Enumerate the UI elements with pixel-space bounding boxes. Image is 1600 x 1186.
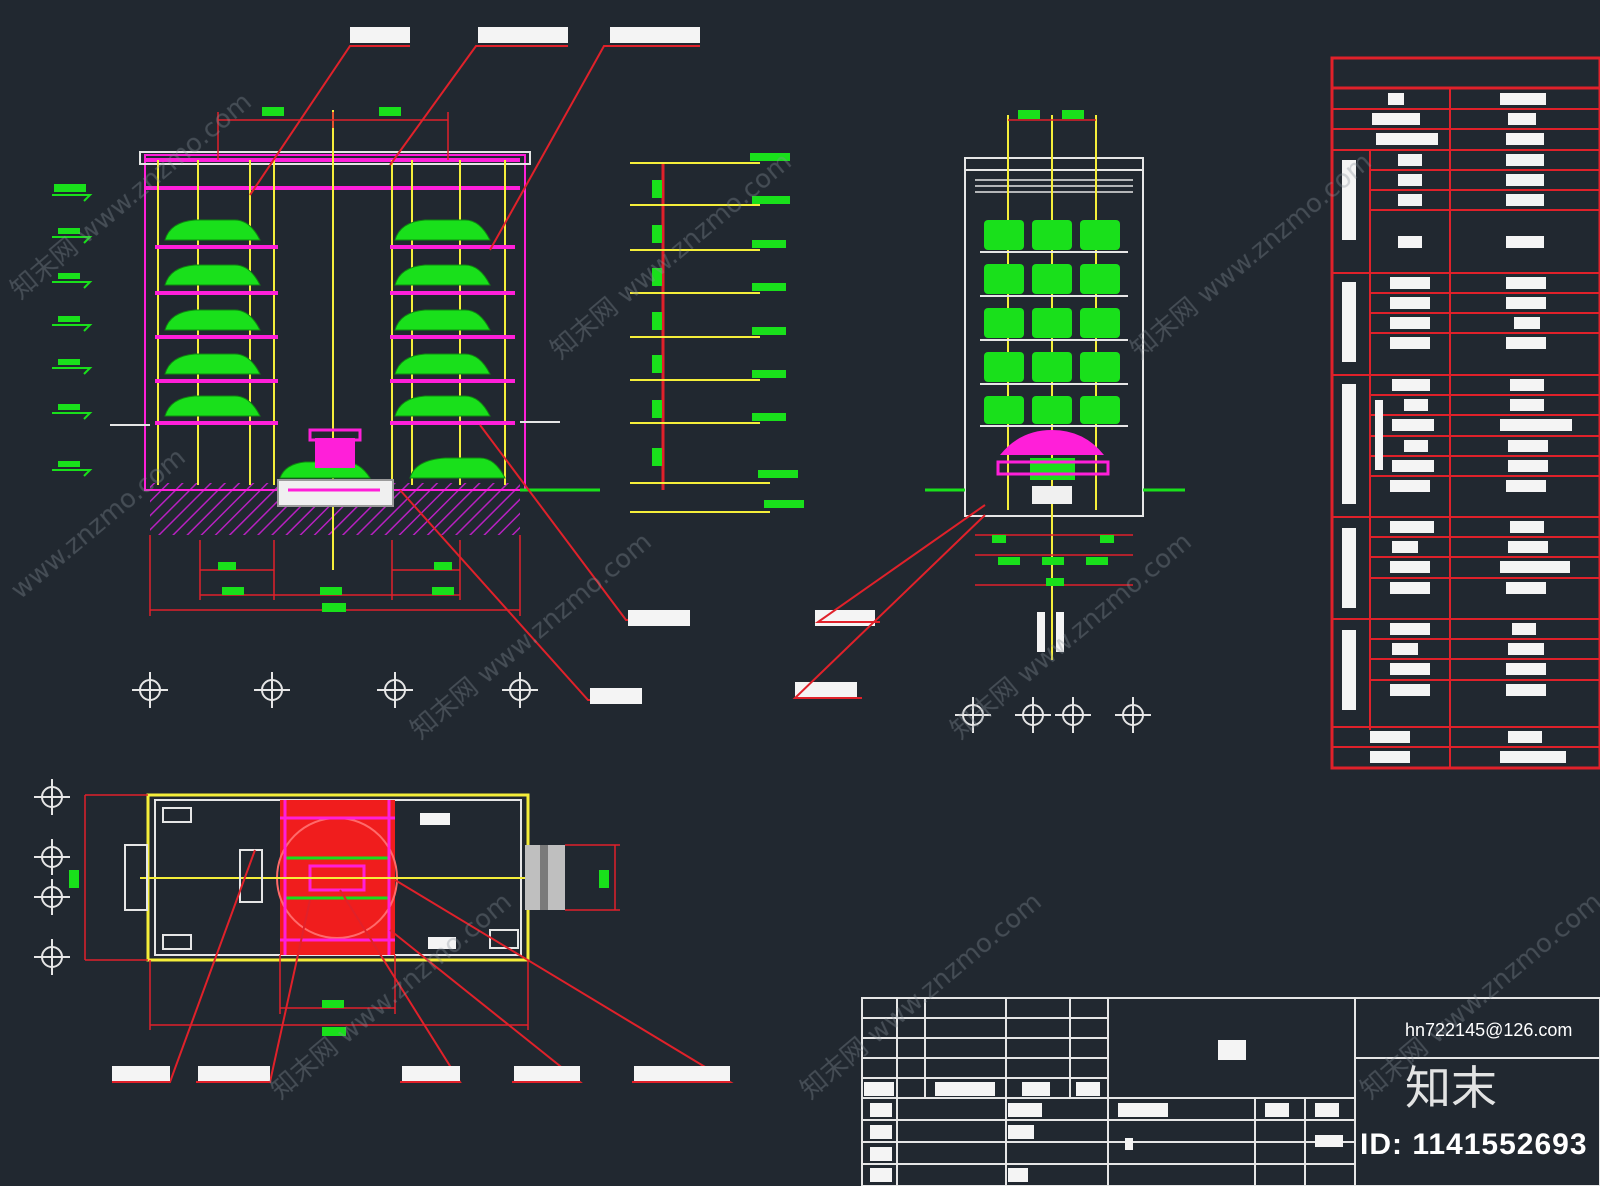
title-block	[861, 997, 1600, 1186]
axis-bubble-icon	[132, 672, 538, 708]
svg-text:知末网 www.znzmo.com: 知末网 www.znzmo.com	[945, 527, 1197, 746]
level-strip	[630, 153, 804, 513]
side-elevation	[792, 110, 1185, 733]
tech-param-table	[1330, 56, 1600, 770]
svg-text:知末网 www.znzmo.com: 知末网 www.znzmo.com	[405, 527, 657, 746]
svg-text:知末网 www.znzmo.com: 知末网 www.znzmo.com	[1125, 147, 1377, 366]
svg-text:知末网 www.znzmo.com: 知末网 www.znzmo.com	[795, 887, 1047, 1106]
asset-id-label: ID: 1141552693	[1360, 1128, 1588, 1161]
front-elevation	[52, 27, 700, 708]
title-block-email: hn722145@126.com	[1405, 1020, 1573, 1040]
znzmo-logo: 知末	[1405, 1061, 1497, 1115]
plan-view	[34, 779, 734, 1083]
